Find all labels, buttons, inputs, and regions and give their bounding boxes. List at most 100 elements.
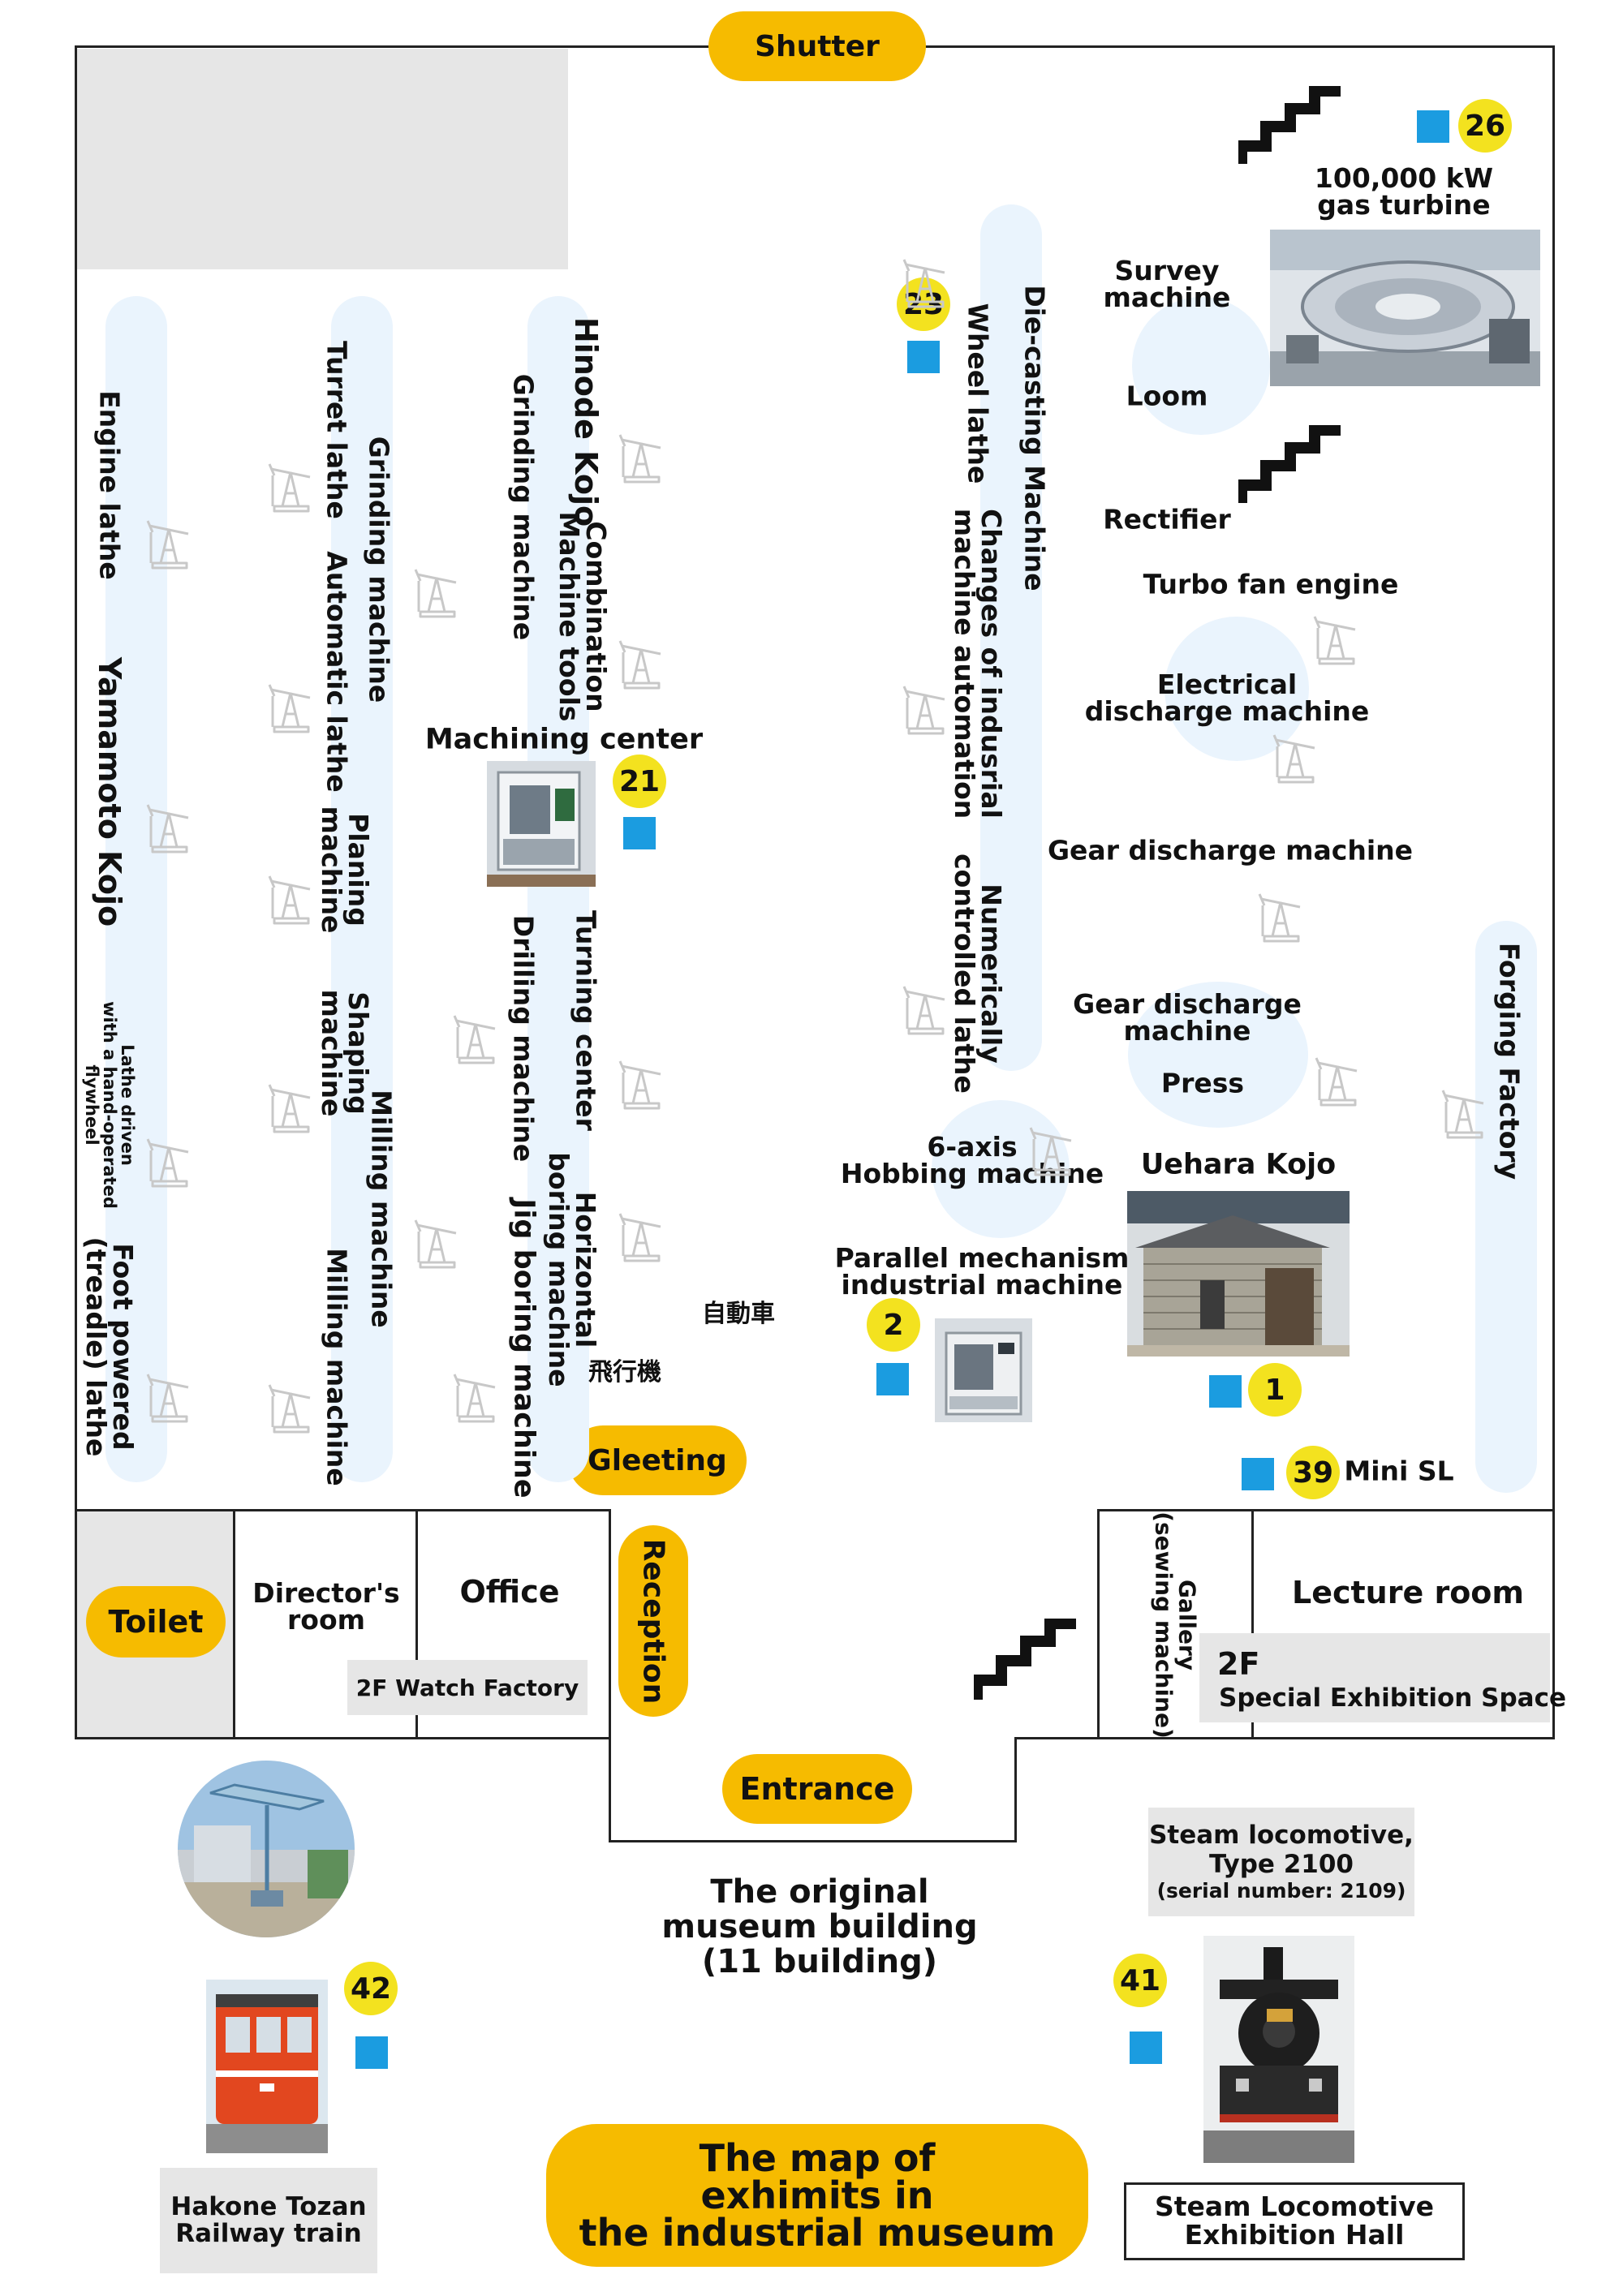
pump-jack-icon <box>266 1382 315 1435</box>
marker-2 <box>876 1363 909 1395</box>
grinding-machine-a-label: Grinding machine <box>363 436 395 703</box>
engine-lathe-label: Engine lathe <box>93 390 126 580</box>
badge-39[interactable]: 39 <box>1286 1446 1340 1499</box>
marker-41 <box>1130 2032 1162 2064</box>
pump-jack-icon <box>412 566 461 620</box>
stairs-icon <box>1238 425 1341 503</box>
rooms-top-wall-left <box>75 1509 610 1511</box>
diecasting-label: Die-casting Machine <box>1018 285 1051 591</box>
badge-42[interactable]: 42 <box>344 1962 398 2015</box>
steam-caption: Steam locomotive, Type 2100 (serial numb… <box>1148 1808 1414 1916</box>
marker-21 <box>623 817 656 849</box>
wall-gallery <box>1097 1509 1100 1738</box>
pump-jack-icon <box>266 873 315 927</box>
pump-jack-icon <box>617 1058 665 1111</box>
gleeting-pill: Gleeting <box>568 1425 747 1495</box>
pump-jack-icon <box>144 1371 193 1425</box>
area-gear-press <box>1128 982 1308 1128</box>
steam-locomotive-photo <box>1203 1936 1354 2163</box>
loom-label: Loom <box>1126 380 1208 412</box>
shutter-pill: Shutter <box>708 11 926 81</box>
pump-jack-icon <box>617 432 665 485</box>
uehara-kojo-label: Uehara Kojo <box>1140 1148 1337 1181</box>
mini-sl-label: Mini SL <box>1344 1455 1454 1487</box>
milling-machine-a-label: Milling machine <box>365 1090 398 1328</box>
annex-right <box>1014 1737 1017 1842</box>
badge-26[interactable]: 26 <box>1458 99 1512 153</box>
special-2f-label: 2F <box>1217 1646 1260 1682</box>
lane-1 <box>105 296 167 1482</box>
steam-caption-line1: Steam locomotive, <box>1149 1821 1414 1850</box>
parallel-mechanism-photo <box>935 1318 1032 1422</box>
lane-4 <box>980 204 1042 1071</box>
wall-bottom-left <box>75 1737 611 1739</box>
machining-center-photo <box>487 761 596 887</box>
grinding-machine-b-label: Grinding machine <box>507 373 540 641</box>
hinode-kojo-label: Hinode Kojo <box>568 316 604 527</box>
turbo-fan-label: Turbo fan engine <box>1143 568 1399 600</box>
watch-factory-label: 2F Watch Factory <box>347 1660 588 1715</box>
jidosha-label: 自動車 <box>702 1300 775 1328</box>
badge-2[interactable]: 2 <box>867 1298 920 1352</box>
entrance-pill: Entrance <box>722 1754 912 1824</box>
gas-turbine-photo <box>1270 230 1540 386</box>
stairs-icon <box>1238 86 1341 164</box>
stairs-icon <box>974 1619 1076 1700</box>
pump-jack-icon <box>451 1371 500 1425</box>
marker-1 <box>1209 1375 1242 1408</box>
gear-discharge-a-label: Gear discharge machine <box>1047 834 1414 866</box>
outdoor-shelter-photo <box>178 1761 355 1937</box>
uehara-kojo-photo <box>1127 1191 1350 1357</box>
badge-21[interactable]: 21 <box>613 755 666 808</box>
automatic-lathe-label: Automatic lathe <box>321 551 353 793</box>
badge-1[interactable]: 1 <box>1248 1363 1302 1417</box>
lane-3 <box>527 296 589 1482</box>
pump-jack-icon <box>144 1136 193 1189</box>
badge-23[interactable]: 23 <box>897 277 950 331</box>
lane-2 <box>331 296 393 1482</box>
wheel-lathe-label: Wheel lathe <box>962 303 994 484</box>
pump-jack-icon <box>1313 1055 1362 1108</box>
wall-lecture <box>1251 1509 1254 1738</box>
special-exhibition-space: 2F Special Exhibition Space <box>1199 1633 1566 1722</box>
pump-jack-icon <box>144 518 193 571</box>
rectifier-label: Rectifier <box>1103 503 1231 535</box>
marker-39 <box>1242 1458 1274 1490</box>
lane-forging <box>1475 921 1537 1493</box>
area-survey-loom <box>1132 297 1270 435</box>
rooms-top-wall-right <box>1097 1509 1555 1511</box>
jig-boring-label: Jig boring machine <box>507 1198 540 1498</box>
pump-jack-icon <box>266 681 315 735</box>
wall-right <box>1552 45 1555 1739</box>
pump-jack-icon <box>266 1081 315 1135</box>
turret-lathe-label: Turret lathe <box>321 341 353 519</box>
pump-jack-icon <box>144 802 193 855</box>
pump-jack-icon <box>1256 891 1305 944</box>
area-edm <box>1165 617 1309 761</box>
reception-pill: Reception <box>618 1525 688 1717</box>
wall-left <box>75 45 77 1739</box>
yamamoto-kojo-label: Yamamoto Kojo <box>92 656 127 927</box>
badge-41[interactable]: 41 <box>1113 1954 1167 2007</box>
storage-area <box>77 49 568 269</box>
press-label: Press <box>1160 1067 1245 1099</box>
toilet-pill: Toilet <box>86 1586 226 1658</box>
machining-center-label: Machining center <box>424 723 704 756</box>
annex-left <box>609 1737 611 1842</box>
